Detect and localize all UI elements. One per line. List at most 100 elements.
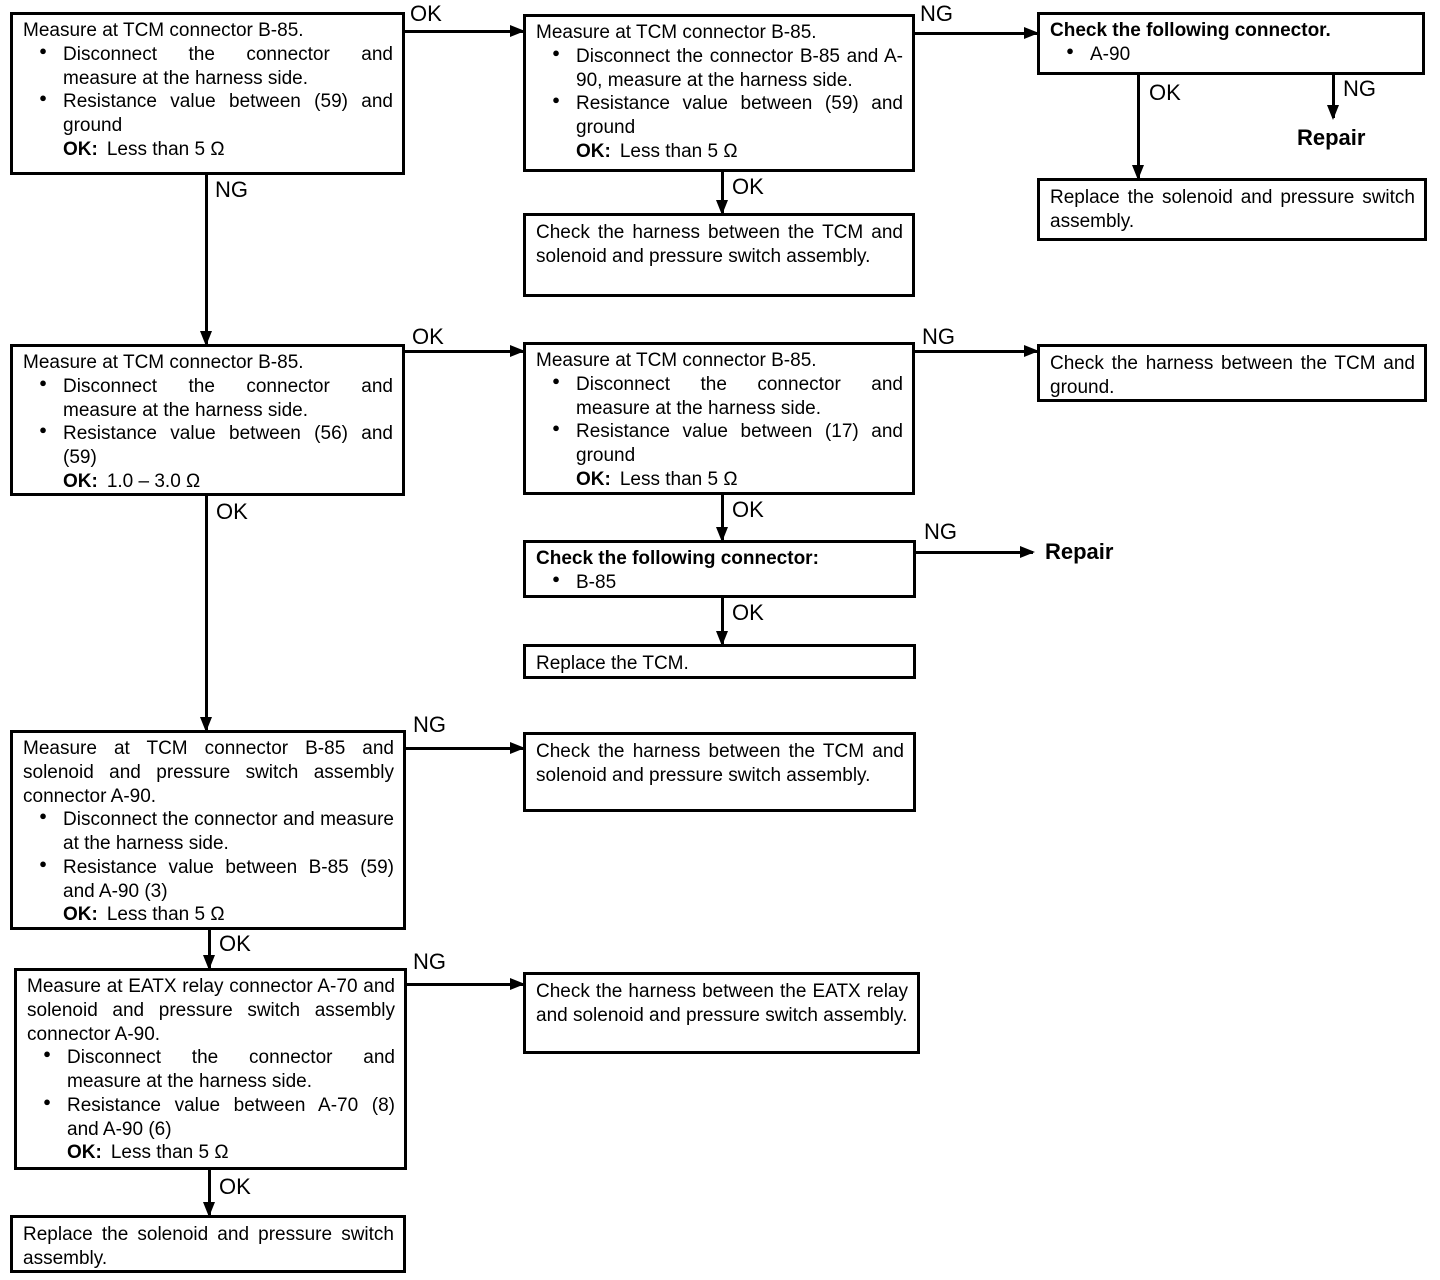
- step-box-check-connector-a90: Check the following connector. ● A-90: [1037, 12, 1425, 75]
- bullet-text: Resistance value between (17) and ground: [576, 421, 903, 466]
- bullet-row: ● Disconnect the connector B-85 and A-90…: [536, 45, 903, 93]
- step-box-measure-a70-a90: Measure at EATX relay connector A-70 and…: [14, 968, 407, 1170]
- bullet-text: Disconnect the connector and measure at …: [576, 373, 903, 419]
- edge-label-ok: OK: [412, 324, 444, 349]
- flow-connector-c-ok-down: [1132, 75, 1144, 180]
- step-title: Check the following connector:: [536, 548, 819, 569]
- edge-label-ok: OK: [1149, 80, 1181, 105]
- bullet-icon: ●: [43, 1046, 51, 1062]
- result-line: OK: Less than 5 Ω: [576, 468, 903, 492]
- bullet-row: ● Resistance value between (59) and grou…: [536, 92, 903, 140]
- bullet-text: Resistance value between (56) and (59): [63, 423, 393, 468]
- step-title: Measure at TCM connector B-85.: [536, 22, 817, 43]
- flow-connector-i-ng-right: [916, 546, 1035, 558]
- bullet-icon: ●: [552, 570, 560, 586]
- result-value: 1.0 – 3.0 Ω: [106, 470, 201, 492]
- flow-connector-a-ok-right: [405, 25, 525, 37]
- bullet-row: ● Disconnect the connector and measure a…: [27, 1046, 395, 1094]
- bullet-text: Disconnect the connector and measure at …: [63, 809, 394, 854]
- bullet-icon: ●: [552, 92, 560, 108]
- step-title: Measure at TCM connector B-85.: [23, 20, 304, 41]
- bullet-icon: ●: [1066, 42, 1074, 58]
- edge-label-ok: OK: [732, 497, 764, 522]
- bullet-text: B-85: [576, 571, 617, 593]
- action-text: Replace the solenoid and pressure switch…: [23, 1224, 394, 1269]
- edge-label-ok: OK: [732, 600, 764, 625]
- bullet-text: Resistance value between (59) and ground: [576, 93, 903, 138]
- bullet-row: ● A-90: [1050, 43, 1413, 67]
- bullet-icon: ●: [552, 44, 560, 60]
- edge-label-ng: NG: [1343, 76, 1376, 101]
- bullet-row: ● Resistance value between (17) and grou…: [536, 420, 903, 468]
- bullet-row: ● B-85: [536, 571, 904, 595]
- flow-connector-m-ok-down: [203, 1170, 215, 1217]
- result-line: OK: 1.0 – 3.0 Ω: [63, 470, 393, 494]
- result-label: OK:: [63, 138, 98, 160]
- result-line: OK: Less than 5 Ω: [576, 140, 903, 164]
- result-line: OK: Less than 5 Ω: [63, 903, 394, 927]
- step-box-measure-b85-17-ground: Measure at TCM connector B-85. ● Disconn…: [523, 342, 915, 495]
- result-label: OK:: [63, 470, 98, 492]
- action-text: Check the harness between the EATX relay…: [536, 981, 908, 1026]
- bullet-text: Disconnect the connector and measure at …: [63, 375, 393, 421]
- result-line: OK:Less than 5 Ω: [67, 1141, 395, 1165]
- bullet-row: ● Resistance value between (59) and grou…: [23, 90, 393, 138]
- bullet-icon: ●: [43, 1093, 51, 1109]
- bullet-icon: ●: [552, 420, 560, 436]
- result-line: OK: Less than 5 Ω: [63, 138, 393, 162]
- step-title: Measure at EATX relay connector A-70 and…: [27, 976, 395, 1045]
- flow-connector-g-ng-right: [915, 345, 1039, 357]
- edge-label-ng: NG: [922, 324, 955, 349]
- bullet-row: ● Resistance value between (56) and (59): [23, 422, 393, 470]
- step-box-measure-b85-a90-59-ground: Measure at TCM connector B-85. ● Disconn…: [523, 14, 915, 172]
- result-value: Less than 5 Ω: [106, 138, 225, 160]
- action-box-replace-solenoid-final: Replace the solenoid and pressure switch…: [10, 1215, 406, 1273]
- action-box-check-harness-tcm-solenoid-2: Check the harness between the TCM and so…: [523, 732, 916, 812]
- step-box-check-connector-b85: Check the following connector: ● B-85: [523, 540, 916, 598]
- action-text: Check the harness between the TCM and gr…: [1050, 353, 1415, 398]
- flow-connector-b-ok-down: [716, 172, 728, 215]
- result-label: OK:: [63, 904, 98, 926]
- terminal-repair: Repair: [1045, 539, 1114, 564]
- bullet-text: Disconnect the connector and measure at …: [63, 43, 393, 89]
- action-text: Replace the TCM.: [536, 653, 689, 674]
- bullet-icon: ●: [39, 808, 47, 824]
- bullet-icon: ●: [39, 42, 47, 58]
- terminal-repair: Repair: [1297, 125, 1366, 150]
- flow-connector-c-ng-down: [1327, 75, 1339, 120]
- result-label: OK:: [576, 140, 611, 162]
- action-box-check-harness-eatx-solenoid: Check the harness between the EATX relay…: [523, 972, 920, 1054]
- flow-connector-b-ng-right: [913, 27, 1039, 39]
- result-value: Less than 5 Ω: [110, 1142, 229, 1164]
- bullet-row: ● Disconnect the connector and measure a…: [23, 808, 394, 856]
- result-value: Less than 5 Ω: [106, 904, 225, 926]
- edge-label-ok: OK: [219, 1174, 251, 1199]
- action-text: Check the harness between the TCM and so…: [536, 741, 904, 786]
- flow-connector-m-ng-right: [407, 978, 525, 990]
- step-title: Measure at TCM connector B-85 and soleno…: [23, 738, 394, 807]
- edge-label-ok: OK: [410, 1, 442, 26]
- action-box-replace-solenoid: Replace the solenoid and pressure switch…: [1037, 178, 1427, 241]
- result-value: Less than 5 Ω: [619, 468, 738, 490]
- bullet-row: ● Disconnect the connector and measure a…: [23, 43, 393, 91]
- step-box-measure-b85-59-ground: Measure at TCM connector B-85. ● Disconn…: [10, 12, 405, 175]
- edge-label-ng: NG: [215, 177, 248, 202]
- edge-label-ok: OK: [732, 174, 764, 199]
- step-box-measure-b85-a90-pins: Measure at TCM connector B-85 and soleno…: [10, 730, 406, 930]
- action-box-check-harness-tcm-ground: Check the harness between the TCM and gr…: [1037, 344, 1427, 402]
- edge-label-ok: OK: [219, 931, 251, 956]
- bullet-text: A-90: [1090, 43, 1131, 65]
- edge-label-ng: NG: [413, 949, 446, 974]
- bullet-text: Resistance value between (59) and ground: [63, 91, 393, 136]
- step-title: Measure at TCM connector B-85.: [536, 350, 817, 371]
- bullet-row: ● Resistance value between B-85 (59) and…: [23, 856, 394, 904]
- flow-connector-k-ok-down: [203, 930, 215, 970]
- flow-connector-k-ng-right: [406, 742, 525, 754]
- bullet-icon: ●: [39, 422, 47, 438]
- result-label: OK:: [576, 468, 611, 490]
- action-box-check-harness-tcm-solenoid: Check the harness between the TCM and so…: [523, 213, 915, 297]
- bullet-icon: ●: [39, 90, 47, 106]
- edge-label-ok: OK: [216, 499, 248, 524]
- result-value: Less than 5 Ω: [619, 140, 738, 162]
